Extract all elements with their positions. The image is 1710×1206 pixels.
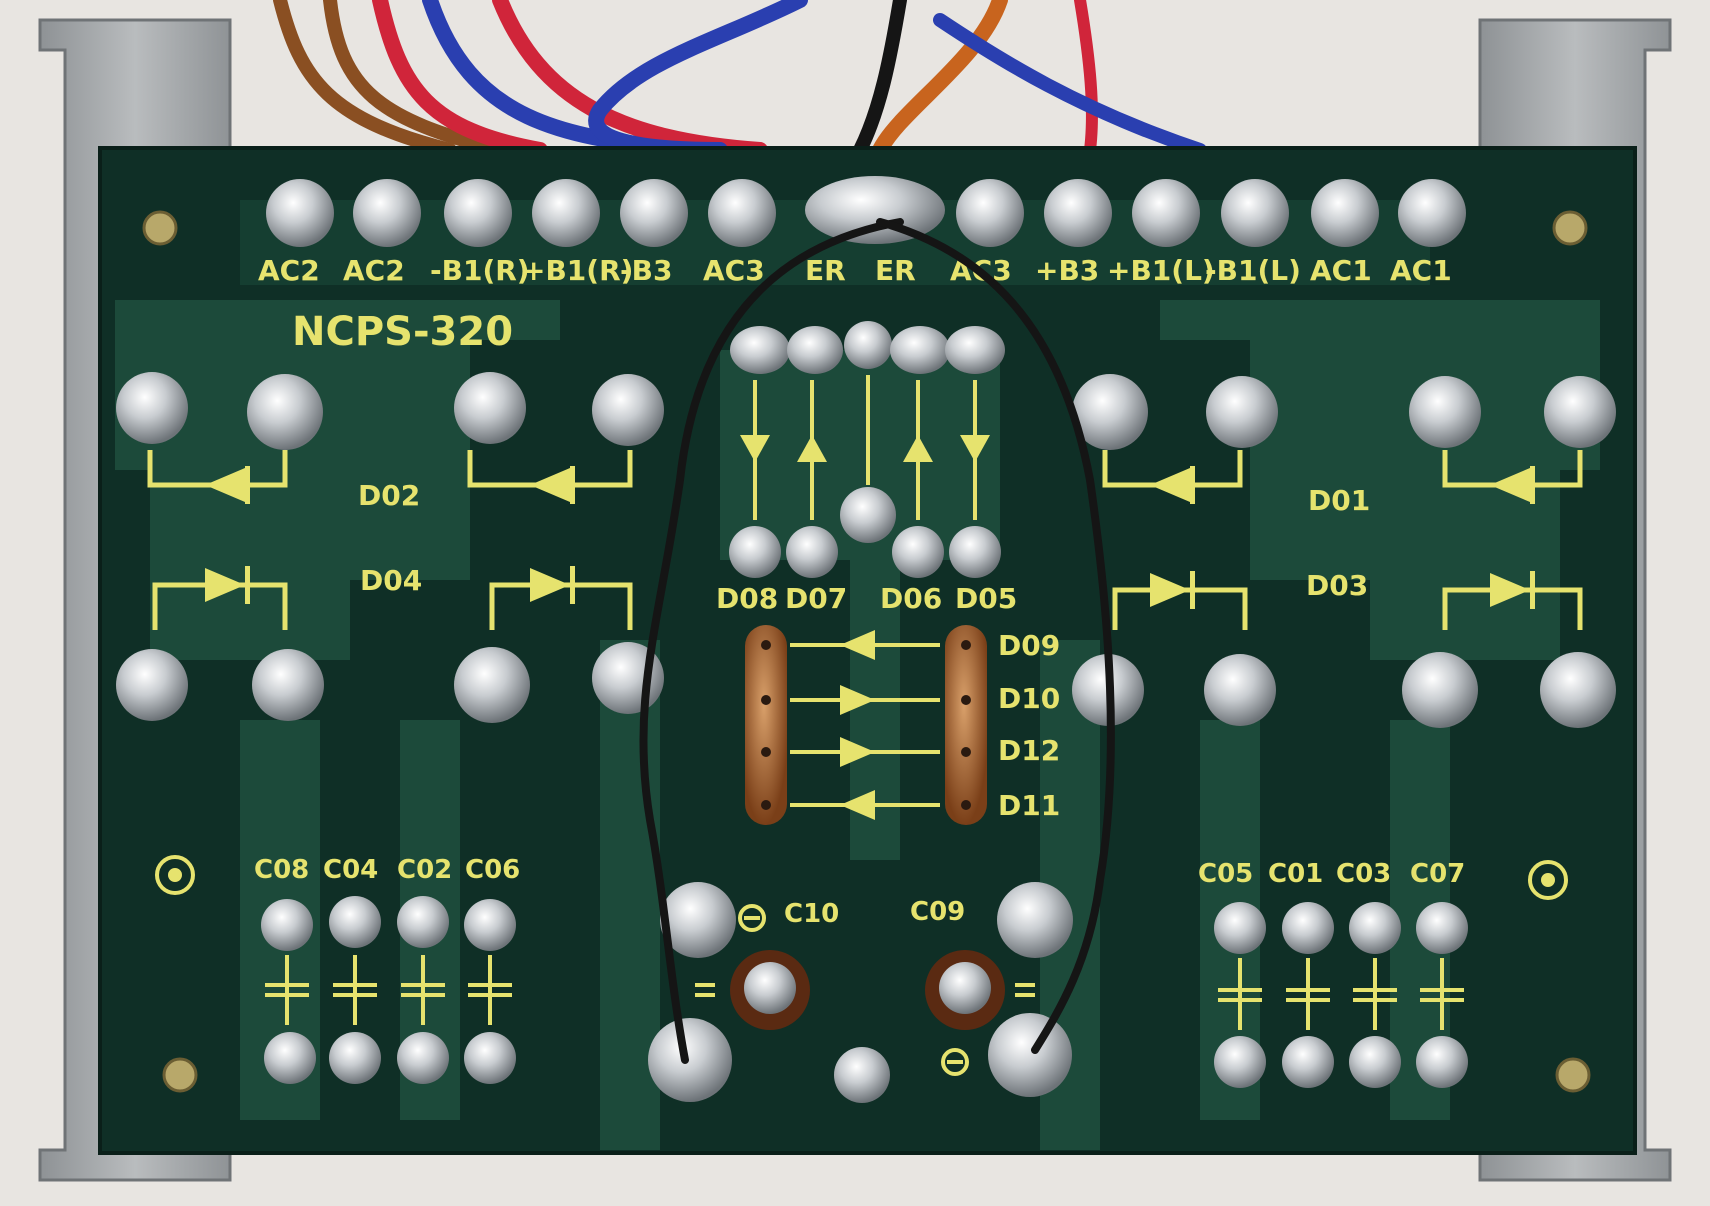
- cap-label-c04: C04: [323, 855, 378, 885]
- terminal-label: +B1(L): [1107, 254, 1215, 287]
- terminal-label: -B1(R): [430, 254, 530, 287]
- capacitors-right: [1214, 902, 1468, 1088]
- cap-labels-right: C05 C01 C03 C07: [1198, 859, 1465, 889]
- cap-label-c02: C02: [397, 855, 452, 885]
- diode-label-d09: D09: [998, 629, 1060, 662]
- center-diode-labels: D08 D07 D06 D05: [716, 582, 1017, 615]
- cap-label-c09: C09: [910, 897, 965, 927]
- cap-labels-left: C08 C04 C02 C06: [254, 855, 520, 885]
- diode-bridge-labels: D09 D10 D12 D11: [998, 629, 1060, 822]
- terminal-label: +B3: [1035, 254, 1099, 287]
- terminal-label: AC3: [703, 254, 765, 287]
- terminal-label: ER: [875, 254, 916, 287]
- copper-pad-strips: [745, 625, 987, 825]
- diode-label-d02: D02: [358, 479, 420, 512]
- mounting-markers: [155, 855, 1568, 900]
- diode-label-d12: D12: [998, 734, 1060, 767]
- terminal-label: -B3: [620, 254, 672, 287]
- diode-symbols: [205, 466, 1535, 609]
- screws: [142, 210, 1591, 1093]
- terminal-label: AC2: [343, 254, 405, 287]
- diode-label-d04: D04: [360, 564, 422, 597]
- cap-label-c10: C10: [784, 899, 839, 929]
- diode-label-d11: D11: [998, 789, 1060, 822]
- cap-label-c08: C08: [254, 855, 309, 885]
- capacitors-left: [261, 896, 516, 1084]
- cap-label-c05: C05: [1198, 859, 1253, 889]
- terminal-label: ER: [805, 254, 846, 287]
- cap-label-c07: C07: [1410, 859, 1465, 889]
- polarity-marks: [695, 904, 1035, 1076]
- jumper-wire-left: [639, 218, 904, 1064]
- diode-label-d06: D06: [880, 582, 942, 615]
- terminal-solder-row: [266, 176, 1466, 247]
- cap-label-c03: C03: [1336, 859, 1391, 889]
- diode-label-d05: D05: [955, 582, 1017, 615]
- diode-label-d08: D08: [716, 582, 778, 615]
- diode-label-d03: D03: [1306, 569, 1368, 602]
- terminal-label: AC1: [1390, 254, 1452, 287]
- terminal-labels: AC2 AC2 -B1(R) +B1(R) -B3 AC3 ER ER AC3 …: [258, 254, 1452, 287]
- model-label: NCPS-320: [292, 309, 513, 355]
- terminal-label: AC1: [1310, 254, 1372, 287]
- jumper-wire-right: [876, 218, 1115, 1054]
- diode-label-d07: D07: [785, 582, 847, 615]
- diode-labels: D02 D04 D01 D03: [358, 479, 1370, 602]
- terminal-label: -B1(L): [1205, 254, 1301, 287]
- diode-label-d10: D10: [998, 682, 1060, 715]
- center-diode-array: [729, 321, 1005, 578]
- electrolytic-joints: [648, 882, 1073, 1103]
- terminal-label: AC2: [258, 254, 320, 287]
- cap-label-c01: C01: [1268, 859, 1323, 889]
- cap-label-c06: C06: [465, 855, 520, 885]
- electrolytic-labels: C10 C09: [784, 897, 965, 929]
- diode-label-d01: D01: [1308, 484, 1370, 517]
- terminal-label: +B1(R): [522, 254, 633, 287]
